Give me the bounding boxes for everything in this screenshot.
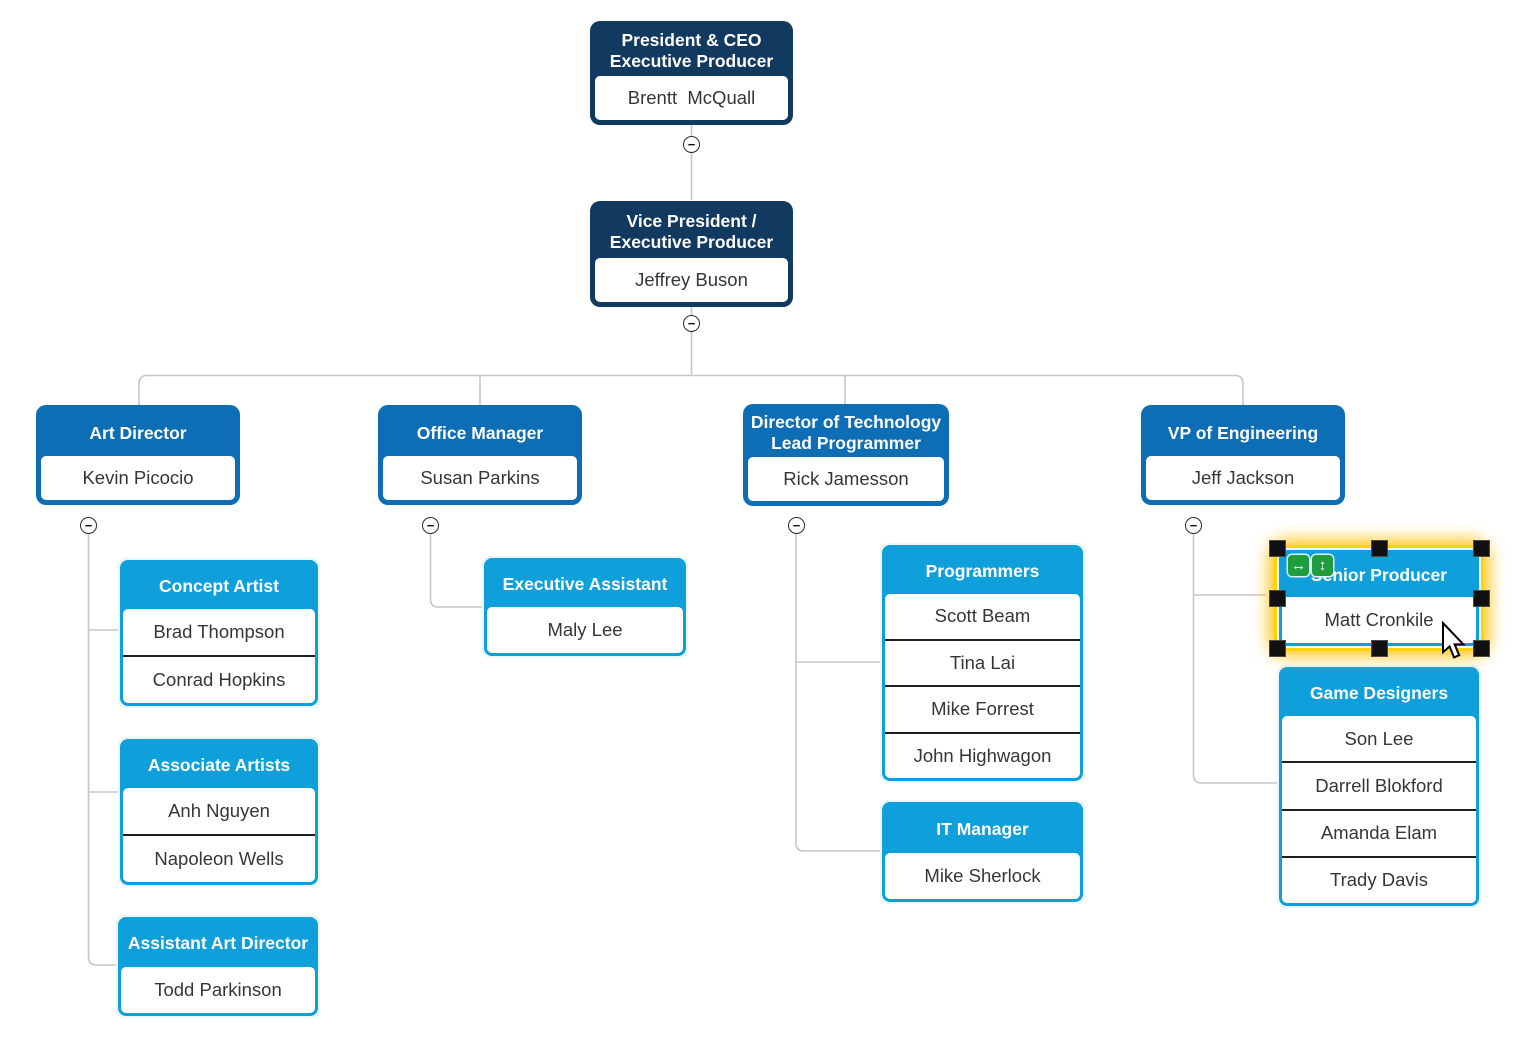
member-name: Conrad Hopkins [123, 655, 315, 703]
edge-vp-children-bar [138, 374, 1244, 405]
minus-icon: − [426, 518, 435, 533]
member-name: Rick Jamesson [783, 468, 909, 489]
member-name: Brentt McQuall [627, 87, 756, 108]
org-node-game-designers[interactable]: Game Designers Son Lee Darrell Blokford … [1277, 665, 1481, 908]
minus-icon: − [687, 137, 696, 152]
selection-handle-bottom-right[interactable] [1472, 639, 1490, 657]
selection-handle-bottom-left[interactable] [1268, 639, 1286, 657]
member-name: Jeff Jackson [1191, 467, 1295, 488]
edge-office-manager-rail [429, 533, 483, 608]
node-title: Programmers [925, 560, 1040, 581]
node-title: Senior Producer [1310, 564, 1448, 585]
selection-handle-top-middle[interactable] [1370, 539, 1388, 557]
vertical-resize-icon[interactable]: ↕ [1312, 555, 1333, 576]
org-node-programmers[interactable]: Programmers Scott Beam Tina Lai Mike For… [880, 543, 1085, 783]
node-title: President & CEO Executive Producer [609, 30, 774, 71]
org-node-executive-assistant[interactable]: Executive Assistant Maly Lee [482, 556, 688, 658]
vertical-arrow-glyph: ↕ [1318, 557, 1327, 574]
org-node-it-manager[interactable]: IT Manager Mike Sherlock [880, 800, 1085, 904]
node-title: Associate Artists [147, 754, 291, 775]
node-body: Jeff Jackson [1146, 456, 1340, 500]
selection-handle-bottom-middle[interactable] [1370, 639, 1388, 657]
org-node-art-director[interactable]: Art Director Kevin Picocio [36, 405, 240, 505]
member-name: Maly Lee [547, 619, 623, 640]
horizontal-arrow-glyph: ↔ [1291, 557, 1306, 574]
minus-icon: − [792, 518, 801, 533]
edge-vp-engineering-rail [1192, 534, 1277, 784]
node-body: Brad Thompson Conrad Hopkins [123, 609, 315, 703]
selection-handle-top-left[interactable] [1268, 539, 1286, 557]
node-body: Brentt McQuall [595, 76, 788, 120]
org-node-associate-artists[interactable]: Associate Artists Anh Nguyen Napoleon We… [118, 737, 320, 887]
member-name: Anh Nguyen [168, 800, 270, 821]
member-name: Susan Parkins [420, 467, 540, 488]
node-title: IT Manager [936, 818, 1029, 839]
selection-handle-top-right[interactable] [1472, 539, 1490, 557]
minus-icon: − [687, 316, 696, 331]
collapse-toggle-art-director[interactable]: − [80, 517, 97, 534]
member-name: Jeffrey Buson [635, 269, 748, 290]
member-name: Todd Parkinson [154, 979, 282, 1000]
member-name: John Highwagon [885, 731, 1080, 779]
minus-icon: − [84, 518, 93, 533]
node-body: Mike Sherlock [885, 853, 1080, 899]
node-title: Concept Artist [159, 575, 279, 596]
collapse-toggle-president[interactable]: − [683, 136, 700, 153]
member-name: Amanda Elam [1282, 808, 1476, 856]
member-name: Trady Davis [1282, 855, 1476, 903]
node-body: Todd Parkinson [121, 967, 315, 1013]
minus-icon: − [1189, 518, 1198, 533]
node-body: Kevin Picocio [41, 456, 235, 500]
node-title: Director of Technology Lead Programmer [750, 412, 942, 453]
member-name: Tina Lai [885, 638, 1080, 686]
horizontal-resize-icon[interactable]: ↔ [1288, 555, 1309, 576]
member-name: Scott Beam [934, 605, 1031, 627]
collapse-toggle-vp[interactable]: − [683, 315, 700, 332]
collapse-toggle-vp-engineering[interactable]: − [1185, 517, 1202, 534]
selection-handle-middle-right[interactable] [1472, 589, 1490, 607]
collapse-toggle-director-tech[interactable]: − [788, 517, 805, 534]
org-node-director-of-technology[interactable]: Director of Technology Lead Programmer R… [743, 404, 949, 506]
member-name: Mike Forrest [885, 685, 1080, 732]
org-node-concept-artist[interactable]: Concept Artist Brad Thompson Conrad Hopk… [118, 558, 320, 708]
selection-handle-middle-left[interactable] [1268, 589, 1286, 607]
org-node-senior-producer[interactable]: Senior Producer Matt Cronkile [1277, 548, 1481, 648]
member-name: Son Lee [1344, 727, 1414, 749]
node-title: VP of Engineering [1167, 422, 1319, 443]
member-name: Mike Sherlock [924, 865, 1041, 886]
node-title: Office Manager [416, 422, 544, 443]
node-body: Rick Jamesson [748, 457, 944, 501]
member-name: Napoleon Wells [123, 834, 315, 882]
member-name: Darrell Blokford [1282, 761, 1476, 808]
node-body: Scott Beam Tina Lai Mike Forrest John Hi… [885, 594, 1080, 778]
org-node-president-ceo[interactable]: President & CEO Executive Producer Brent… [590, 21, 793, 125]
edge-art-director-rail [87, 533, 117, 966]
edge-director-tech-rail [795, 533, 881, 852]
collapse-toggle-office-manager[interactable]: − [422, 517, 439, 534]
org-node-assistant-art-director[interactable]: Assistant Art Director Todd Parkinson [116, 915, 320, 1018]
member-name: Brad Thompson [153, 621, 285, 642]
member-name: Matt Cronkile [1324, 609, 1434, 630]
node-title: Art Director [89, 422, 187, 443]
node-body: Susan Parkins [383, 456, 577, 500]
node-title: Assistant Art Director [127, 933, 309, 953]
node-body: Maly Lee [487, 607, 683, 653]
node-title: Executive Assistant [502, 573, 668, 594]
mouse-cursor-icon [1442, 621, 1466, 659]
org-node-vice-president[interactable]: Vice President / Executive Producer Jeff… [590, 201, 793, 307]
node-title: Game Designers [1309, 682, 1449, 703]
node-title: Vice President / Executive Producer [609, 211, 774, 252]
member-name: Kevin Picocio [82, 467, 194, 488]
node-body: Son Lee Darrell Blokford Amanda Elam Tra… [1282, 716, 1476, 903]
org-node-office-manager[interactable]: Office Manager Susan Parkins [378, 405, 582, 505]
node-body: Anh Nguyen Napoleon Wells [123, 788, 315, 882]
node-body: Jeffrey Buson [595, 258, 788, 302]
org-node-vp-of-engineering[interactable]: VP of Engineering Jeff Jackson [1141, 405, 1345, 505]
